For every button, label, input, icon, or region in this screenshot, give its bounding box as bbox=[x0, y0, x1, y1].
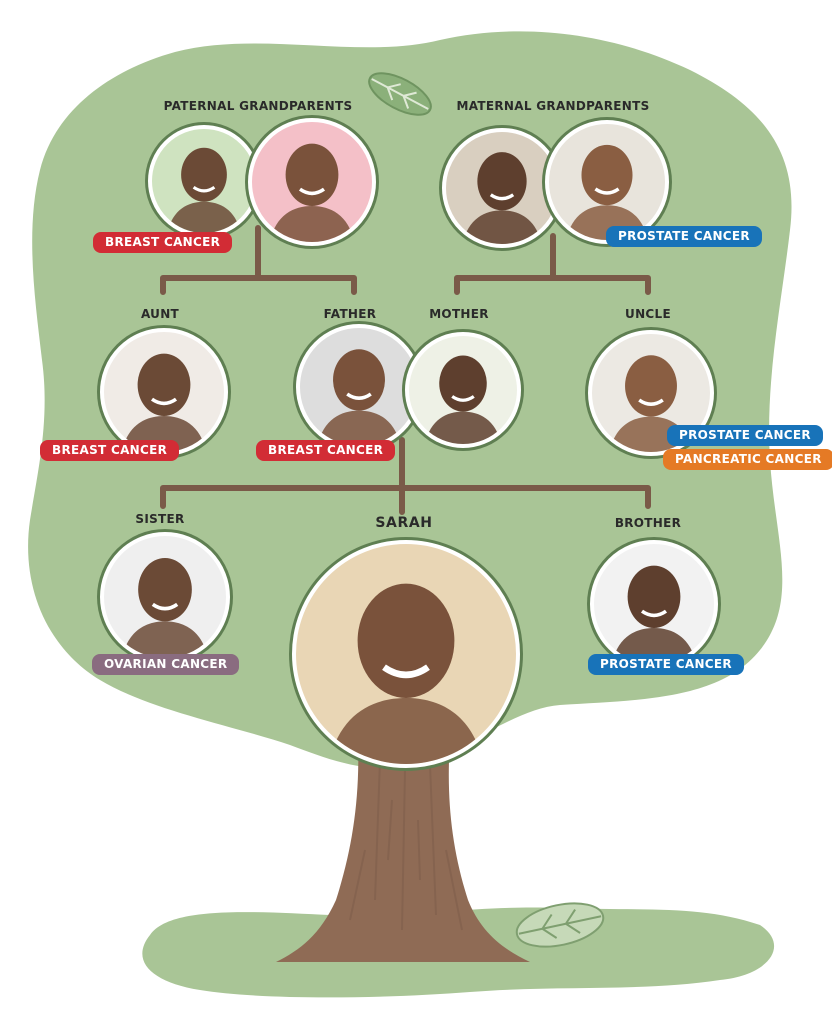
label-sister: SISTER bbox=[135, 512, 185, 526]
photo-paternal-grandfather bbox=[248, 118, 376, 246]
photo-aunt bbox=[100, 328, 228, 456]
label-aunt: AUNT bbox=[140, 307, 180, 321]
badge-paternal-grandparents-breast-cancer: BREAST CANCER bbox=[93, 232, 233, 253]
photo-maternal-grandfather bbox=[545, 120, 669, 244]
label-father: FATHER bbox=[323, 307, 377, 321]
trunk-shape bbox=[276, 740, 530, 962]
leaf-icon-ground bbox=[515, 902, 605, 948]
connector-children-branch bbox=[160, 437, 651, 515]
label-sarah: SARAH bbox=[375, 515, 433, 531]
connector-paternal-branch bbox=[160, 225, 357, 295]
trunk-bark-texture bbox=[349, 759, 463, 931]
label-brother: BROTHER bbox=[614, 516, 682, 530]
badge-uncle-prostate-cancer: PROSTATE CANCER bbox=[667, 425, 823, 446]
photo-brother bbox=[590, 540, 718, 668]
photo-maternal-grandmother bbox=[442, 128, 562, 248]
connector-maternal-branch bbox=[454, 233, 651, 295]
relationship-connectors bbox=[160, 225, 651, 515]
photo-uncle bbox=[588, 330, 714, 456]
photo-sarah bbox=[292, 540, 520, 768]
badge-aunt-breast-cancer: BREAST CANCER bbox=[40, 440, 180, 461]
badge-brother-prostate-cancer: PROSTATE CANCER bbox=[588, 654, 744, 675]
photo-mother bbox=[405, 332, 521, 448]
badge-maternal-grandparents-prostate-cancer: PROSTATE CANCER bbox=[606, 226, 762, 247]
badge-father-breast-cancer: BREAST CANCER bbox=[256, 440, 396, 461]
label-paternal-grandparents: PATERNAL GRANDPARENTS bbox=[163, 99, 353, 113]
photo-sister bbox=[100, 532, 230, 662]
badge-sister-ovarian-cancer: OVARIAN CANCER bbox=[92, 654, 240, 675]
leaf-icon-top bbox=[368, 72, 432, 116]
label-uncle: UNCLE bbox=[625, 307, 671, 321]
badge-uncle-pancreatic-cancer: PANCREATIC CANCER bbox=[663, 449, 832, 470]
photo-father bbox=[296, 324, 422, 450]
photo-paternal-grandmother bbox=[148, 125, 260, 237]
label-mother: MOTHER bbox=[429, 307, 489, 321]
label-maternal-grandparents: MATERNAL GRANDPARENTS bbox=[456, 99, 650, 113]
